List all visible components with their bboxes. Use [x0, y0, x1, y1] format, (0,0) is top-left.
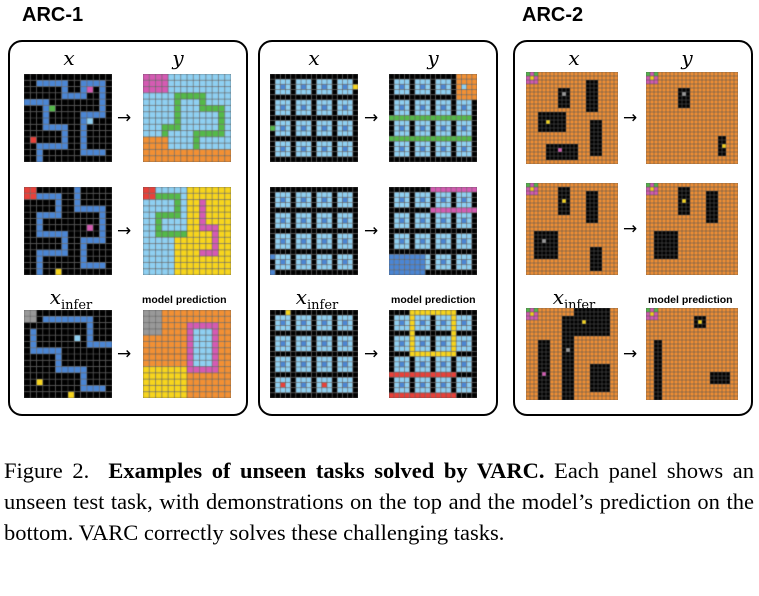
arc1-a-test-input-grid [24, 310, 112, 398]
arc1-title: ARC-1 [22, 4, 84, 26]
label-model-prediction-c: model prediction [648, 294, 733, 306]
arrow-icon: → [117, 221, 132, 241]
arc1-b-demo1-output-grid [389, 74, 477, 162]
arrow-icon: → [623, 108, 638, 128]
arrow-icon: → [364, 108, 379, 128]
label-xinfer-a: xinfer [49, 285, 93, 313]
label-y-c: y [681, 46, 693, 70]
label-x-b: x [308, 46, 320, 70]
label-model-prediction-b: model prediction [391, 294, 476, 306]
arc1-a-demo2-output-grid [143, 187, 231, 275]
label-x-c: x [568, 46, 580, 70]
arc1-a-prediction-grid [143, 310, 231, 398]
arc1-a-demo1-output-grid [143, 74, 231, 162]
arc1-a-demo1-input-grid [24, 74, 112, 162]
arrow-icon: → [623, 219, 638, 239]
arc2-title: ARC-2 [522, 4, 584, 26]
arc2-demo1-output-grid [646, 72, 738, 164]
figure-label: Figure 2. [4, 458, 90, 483]
arc1-b-demo1-input-grid [270, 74, 358, 162]
caption-body: Each panel shows an unseen test task, wi… [4, 458, 755, 545]
arc1-b-demo2-input-grid [270, 187, 358, 275]
arrow-icon: → [623, 344, 638, 364]
figure-caption: Figure 2. Examples of unseen tasks solve… [4, 455, 754, 548]
arc1-b-test-input-grid [270, 310, 358, 398]
label-y-a: y [172, 46, 184, 70]
label-model-prediction-a: model prediction [142, 294, 227, 306]
arrow-icon: → [117, 108, 132, 128]
arc1-a-demo2-input-grid [24, 187, 112, 275]
arc2-prediction-grid [646, 308, 738, 400]
label-xinfer-b: xinfer [295, 285, 339, 313]
arc1-b-prediction-grid [389, 310, 477, 398]
label-y-b: y [427, 46, 439, 70]
arc2-demo2-output-grid [646, 183, 738, 275]
arc2-demo2-input-grid [526, 183, 618, 275]
arrow-icon: → [364, 221, 379, 241]
arc2-demo1-input-grid [526, 72, 618, 164]
label-x-a: x [63, 46, 75, 70]
caption-bold: Examples of unseen tasks solved by VARC. [108, 458, 545, 483]
arrow-icon: → [364, 344, 379, 364]
arrow-icon: → [117, 344, 132, 364]
arc1-b-demo2-output-grid [389, 187, 477, 275]
arc2-test-input-grid [526, 308, 618, 400]
